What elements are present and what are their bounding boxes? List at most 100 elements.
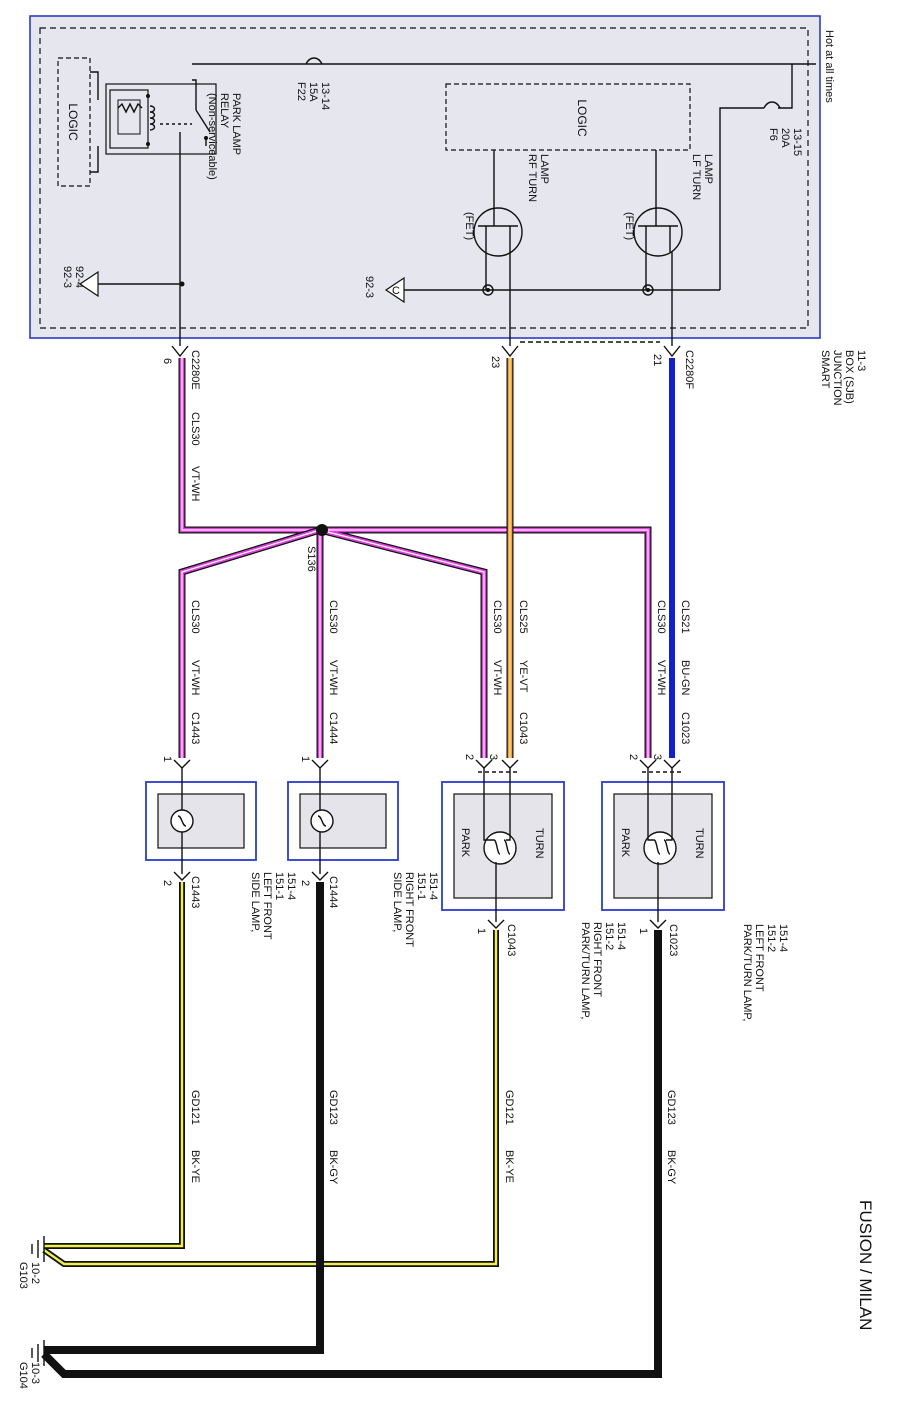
ground-ref-c: C 92-3 bbox=[363, 276, 405, 304]
logic-left-box bbox=[57, 57, 91, 187]
relay-resistor bbox=[117, 99, 141, 135]
connector-pin-23: 23 bbox=[489, 341, 660, 368]
svg-text:C1443: C1443 bbox=[189, 712, 201, 744]
fuse-f6: F6 20A 13-15 bbox=[719, 64, 803, 290]
svg-text:TURN: TURN bbox=[533, 828, 545, 859]
rf-turn-fet: RF TURN LAMP (FET) bbox=[463, 150, 550, 346]
ground-g104: G104 10-3 bbox=[17, 1340, 45, 1392]
svg-text:PARK: PARK bbox=[459, 828, 471, 858]
svg-text:3: 3 bbox=[487, 754, 499, 760]
svg-text:PARK/TURN LAMP, LEFT FRO: PARK/TURN LAMP, LEFT FRONT 151-2 151-4 bbox=[741, 924, 789, 1024]
svg-text:C1444: C1444 bbox=[327, 876, 339, 908]
logic-right-group: LOGIC bbox=[445, 83, 691, 151]
svg-text:C1444: C1444 bbox=[327, 712, 339, 744]
svg-text:CLS21: CLS21 bbox=[679, 600, 691, 634]
connector-c2280e: C2280E 6 bbox=[161, 345, 201, 390]
ground-g103: G103 10-2 bbox=[17, 1236, 45, 1292]
svg-text:CLS30: CLS30 bbox=[189, 600, 201, 634]
svg-text:21: 21 bbox=[651, 354, 663, 366]
svg-text:VT-WH: VT-WH bbox=[189, 466, 201, 501]
svg-text:1: 1 bbox=[475, 928, 487, 934]
svg-text:BK-YE: BK-YE bbox=[189, 1150, 201, 1183]
svg-text:VT-WH: VT-WH bbox=[189, 660, 201, 695]
svg-text:VT-WH: VT-WH bbox=[655, 660, 667, 695]
svg-text:2: 2 bbox=[627, 754, 639, 760]
logic-right-label: LOGIC bbox=[575, 99, 589, 137]
ground-ref-left: 92-3 92-4 bbox=[61, 266, 99, 298]
svg-text:C2280F: C2280F bbox=[683, 350, 695, 389]
svg-text:CLS30: CLS30 bbox=[491, 600, 503, 634]
fuse-f22: F22 15A 13-14 bbox=[295, 57, 331, 110]
svg-text:CLS25: CLS25 bbox=[517, 600, 529, 634]
lamp-park-turn-right-front: 2 3 PARK TURN 1 C1043 PARK/TURN LAMP, RI… bbox=[441, 754, 627, 1022]
lf-fet-label: (FET) bbox=[623, 212, 635, 240]
svg-text:BK-YE: BK-YE bbox=[503, 1150, 515, 1183]
svg-text:PARK/TURN LAMP, RIGHT FR: PARK/TURN LAMP, RIGHT FRONT 151-2 151-4 bbox=[579, 922, 627, 1022]
svg-text:1: 1 bbox=[299, 756, 311, 762]
svg-text:C1043: C1043 bbox=[505, 924, 517, 956]
svg-text:1: 1 bbox=[637, 928, 649, 934]
svg-text:GD123: GD123 bbox=[665, 1090, 677, 1125]
svg-text:BU-GN: BU-GN bbox=[679, 660, 691, 696]
lf-turn-label: LF TURN LAMP bbox=[690, 154, 714, 203]
svg-text:CLS30: CLS30 bbox=[189, 412, 201, 446]
lamp-side-right-front: 1 2 C1444 SIDE LAMP, RIGHT FRONT 151-1 1… bbox=[287, 756, 439, 950]
svg-text:TURN: TURN bbox=[693, 828, 705, 859]
svg-text:2: 2 bbox=[161, 880, 173, 886]
wire-gd121 bbox=[42, 882, 499, 1267]
svg-text:VT-WH: VT-WH bbox=[327, 660, 339, 695]
svg-text:YE-VT: YE-VT bbox=[517, 660, 529, 693]
svg-text:C1443: C1443 bbox=[189, 876, 201, 908]
relay-coil-box bbox=[109, 89, 149, 149]
svg-text:2: 2 bbox=[463, 754, 475, 760]
svg-text:C1023: C1023 bbox=[679, 712, 691, 744]
svg-text:C2280E: C2280E bbox=[189, 350, 201, 390]
park-lamp-relay-group: LOGIC PARK LAMP RELAY (Non-serviceable) bbox=[57, 57, 242, 187]
wire-gd123 bbox=[41, 882, 662, 1378]
svg-text:C1043: C1043 bbox=[517, 712, 529, 744]
page-title: FUSION / MILAN bbox=[856, 1200, 875, 1330]
sjb-name-label: SMART JUNCTION BOX (SJB) 11-3 bbox=[819, 350, 867, 409]
sjb-inner-dashed bbox=[39, 27, 809, 329]
svg-text:G104 10-3: G104 10-3 bbox=[17, 1362, 41, 1392]
branch-labels: CLS30 VT-WH C1443 CLS30 VT-WH C1444 CLS3… bbox=[189, 600, 691, 744]
svg-text:GD121: GD121 bbox=[189, 1090, 201, 1125]
svg-text:23: 23 bbox=[489, 356, 501, 368]
rf-turn-label: RF TURN LAMP bbox=[526, 154, 550, 205]
logic-right-box bbox=[445, 83, 691, 151]
logic-left-label: LOGIC bbox=[66, 103, 80, 141]
svg-text:F6 20A 13-15: F6 20A 13-15 bbox=[767, 128, 803, 156]
ground-wire-labels: GD121 BK-YE GD123 BK-GY GD121 BK-YE GD12… bbox=[189, 1090, 677, 1185]
connector-c2280f: C2280F 21 bbox=[651, 345, 695, 389]
svg-text:PARK: PARK bbox=[619, 828, 631, 858]
svg-text:SIDE LAMP, RIGHT FRONT: SIDE LAMP, RIGHT FRONT 151-1 151-4 bbox=[391, 872, 439, 950]
lamp-park-turn-left-front: 2 3 PARK TURN 1 C1023 PARK/TURN LAMP, LE… bbox=[601, 754, 789, 1024]
wire-cls30-main bbox=[178, 358, 320, 534]
svg-text:3: 3 bbox=[651, 754, 663, 760]
lamp-side-left-front: 1 2 C1443 SIDE LAMP, LEFT FRONT 151-1 15… bbox=[145, 756, 297, 943]
rf-fet-label: (FET) bbox=[463, 212, 475, 240]
svg-text:C: C bbox=[392, 285, 400, 297]
svg-text:C1023: C1023 bbox=[667, 924, 679, 956]
svg-text:BK-GY: BK-GY bbox=[665, 1150, 677, 1185]
svg-text:CLS30: CLS30 bbox=[655, 600, 667, 634]
svg-text:F22 15A 13-14: F22 15A 13-14 bbox=[295, 82, 331, 110]
park-lamp-relay-label: PARK LAMP RELAY (Non-serviceable) bbox=[206, 93, 242, 180]
svg-text:SIDE LAMP, LEFT FRONT: SIDE LAMP, LEFT FRONT 151-1 151-4 bbox=[249, 872, 297, 943]
wire-cls30-branches bbox=[178, 526, 652, 758]
svg-text:S136: S136 bbox=[305, 546, 317, 572]
svg-text:VT-WH: VT-WH bbox=[491, 660, 503, 695]
svg-text:BK-GY: BK-GY bbox=[327, 1150, 339, 1185]
svg-text:G103 10-2: G103 10-2 bbox=[17, 1262, 41, 1292]
svg-text:GD123: GD123 bbox=[327, 1090, 339, 1125]
lf-turn-fet: LF TURN LAMP (FET) bbox=[623, 150, 714, 346]
svg-text:92-3: 92-3 bbox=[363, 276, 375, 298]
relay-body bbox=[105, 83, 217, 155]
hot-at-all-times-label: Hot at all times bbox=[823, 30, 835, 103]
splice-s136 bbox=[316, 524, 328, 536]
svg-text:2: 2 bbox=[299, 880, 311, 886]
svg-text:6: 6 bbox=[161, 358, 173, 364]
svg-text:1: 1 bbox=[161, 756, 173, 762]
svg-text:92-3 92-4: 92-3 92-4 bbox=[61, 266, 85, 291]
